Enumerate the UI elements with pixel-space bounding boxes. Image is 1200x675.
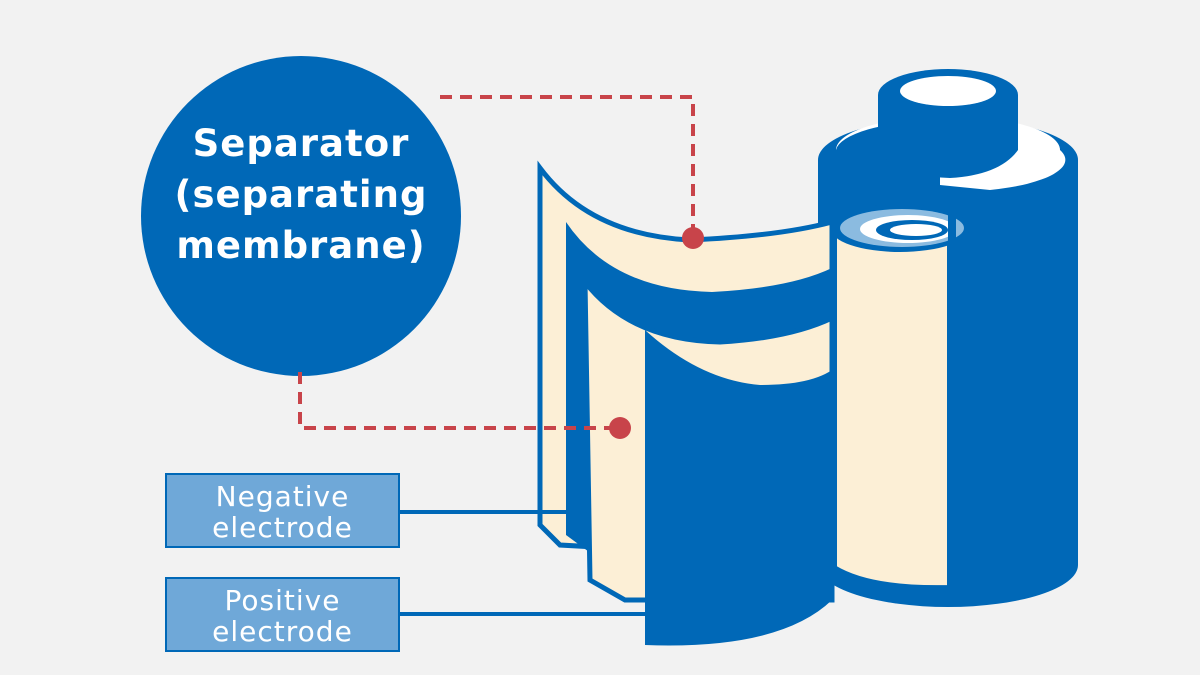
unrolled-sheets (537, 160, 835, 646)
negative-electrode-label: Negative electrode (165, 473, 400, 548)
separator-label-line2: (separating (174, 173, 428, 216)
electrode-roll (830, 200, 970, 600)
separator-label: Separator (separating membrane) (146, 118, 456, 271)
positive-label-line1: Positive (224, 584, 341, 617)
positive-label-line2: electrode (212, 615, 353, 648)
separator-marker-bottom (609, 417, 631, 439)
separator-label-line3: membrane) (176, 224, 426, 267)
separator-marker-top (682, 227, 704, 249)
separator-callout-circle (141, 56, 461, 376)
negative-label-line1: Negative (215, 480, 350, 513)
positive-electrode-label: Positive electrode (165, 577, 400, 652)
separator-label-line1: Separator (192, 122, 410, 165)
separator-leader-lines (298, 95, 695, 430)
negative-label-line2: electrode (212, 511, 353, 544)
